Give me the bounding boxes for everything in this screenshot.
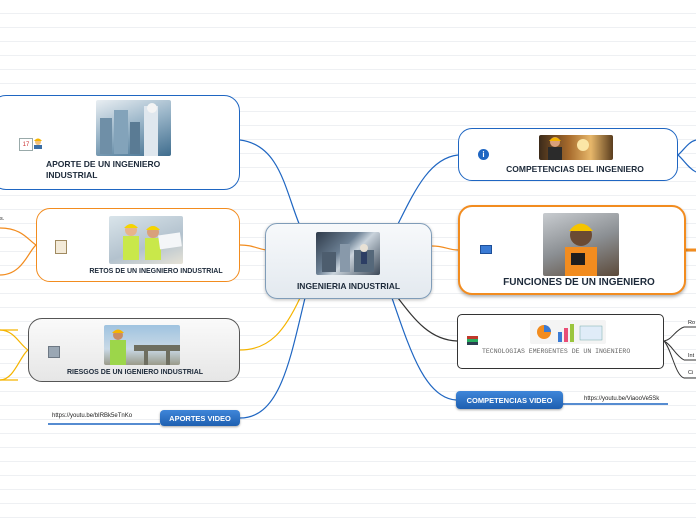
- link-tecnologias: [397, 297, 458, 342]
- tecnologias-child-2[interactable]: Int: [688, 353, 695, 359]
- aporte-title: APORTE DE UN INGENIERO INDUSTRIAL: [46, 159, 161, 180]
- info-icon: i: [478, 149, 489, 160]
- retos-photo: [109, 216, 183, 264]
- topic-competencias[interactable]: i COMPETENCIAS DEL INGENIERO: [458, 128, 678, 181]
- retos-title: RETOS DE UN INEGNIERO INDUSTRIAL: [89, 268, 223, 275]
- link-riesgos-sub1: [0, 329, 29, 351]
- factory-icon: [322, 244, 374, 272]
- topic-tecnologias[interactable]: TECNOLOGIAS EMERGENTES DE UN INGENIERO: [457, 314, 664, 369]
- central-title: INGENIERIA INDUSTRIAL: [296, 281, 401, 291]
- monitor-icon: [480, 245, 492, 254]
- aportes-video-button[interactable]: APORTES VIDEO: [160, 410, 240, 426]
- link-retos: [239, 244, 267, 251]
- topic-retos[interactable]: RETOS DE UN INEGNIERO INDUSTRIAL: [36, 208, 240, 282]
- tecnologias-photo: [530, 320, 606, 344]
- calendar-icon: 17: [19, 138, 33, 151]
- riesgos-photo: [104, 325, 180, 365]
- link-retos-sub1: [0, 227, 37, 246]
- link-riesgos-sub2: [0, 349, 29, 381]
- funciones-photo: [543, 213, 619, 276]
- book-icon: [48, 346, 60, 358]
- central-topic[interactable]: INGENIERIA INDUSTRIAL: [265, 223, 432, 299]
- topic-funciones[interactable]: FUNCIONES DE UN INGENIERO: [458, 205, 686, 295]
- worker-icon: [32, 137, 44, 149]
- central-photo: [316, 232, 380, 275]
- funciones-title: FUNCIONES DE UN INGENIERO: [503, 277, 655, 288]
- link-riesgos: [239, 297, 301, 351]
- competencias-photo: [539, 135, 613, 160]
- competencias-video-button[interactable]: COMPETENCIAS VIDEO: [456, 391, 563, 409]
- link-retos-sub2: [0, 244, 37, 276]
- tecnologias-child-1[interactable]: Ro: [688, 320, 696, 326]
- link-aportes-video: [239, 297, 306, 419]
- books-icon: [467, 336, 478, 345]
- competencias-title: COMPETENCIAS DEL INGENIERO: [506, 164, 644, 174]
- link-funciones: [431, 245, 459, 251]
- retos-fragment: s.: [0, 216, 5, 222]
- clipboard-icon: [55, 240, 67, 254]
- tecnologias-title: TECNOLOGIAS EMERGENTES DE UN INGENIERO: [482, 348, 631, 355]
- aporte-photo: [96, 100, 171, 156]
- aportes-video-link[interactable]: https://youtu.be/bIRBk5eTnKo: [52, 413, 133, 419]
- competencias-video-link[interactable]: https://youtu.be/ViaooVe5Sk: [584, 396, 660, 402]
- riesgos-title: RIESGOS DE UN IGENIERO INDUSTRIAL: [66, 369, 204, 376]
- topic-riesgos[interactable]: RIESGOS DE UN IGENIERO INDUSTRIAL: [28, 318, 240, 382]
- tecnologias-child-3[interactable]: Ci: [688, 370, 694, 376]
- topic-aporte[interactable]: 17 APORTE DE UN INGENIERO INDUSTRIAL: [0, 95, 240, 190]
- link-competencias: [397, 154, 459, 225]
- link-competencias-video: [391, 297, 457, 401]
- link-aporte: [239, 139, 301, 227]
